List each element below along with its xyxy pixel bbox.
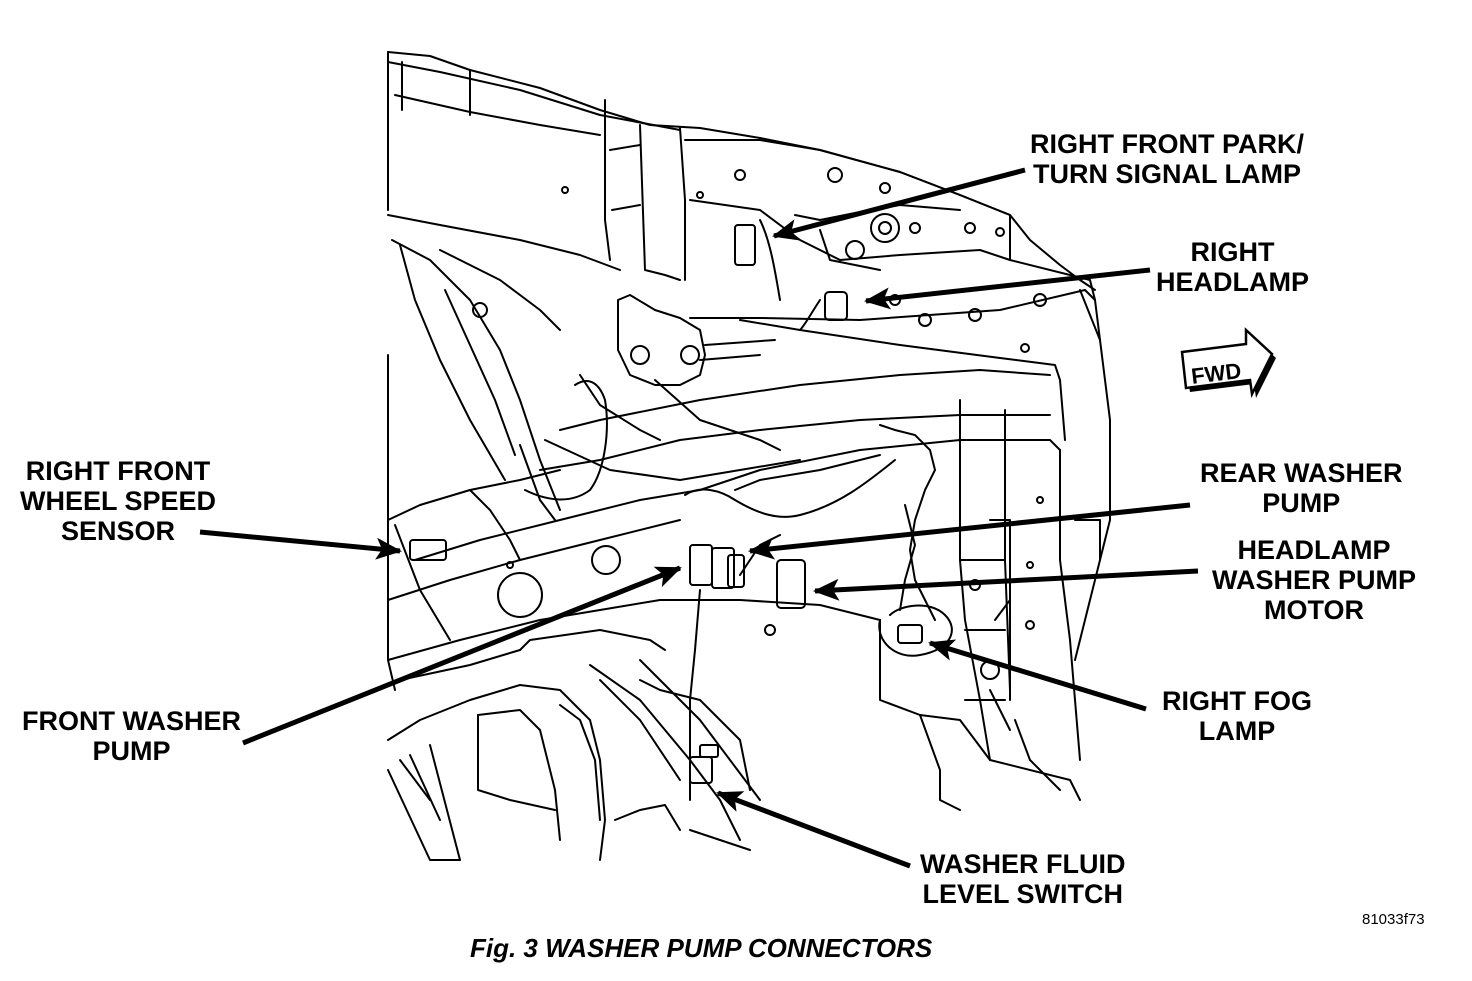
arrow-park-turn [772, 167, 1026, 241]
arrow-rear-washer [748, 502, 1191, 560]
label-line: TURN SIGNAL LAMP [1032, 159, 1301, 189]
label-fluid-level-switch: WASHER FLUID LEVEL SWITCH [920, 849, 1126, 909]
label-front-washer-pump: FRONT WASHER PUMP [22, 706, 241, 766]
label-right-fog-lamp: RIGHT FOG LAMP [1162, 686, 1312, 746]
label-line: FRONT WASHER [22, 706, 241, 736]
label-rear-washer-pump: REAR WASHER PUMP [1200, 458, 1403, 518]
label-park-turn-lamp: RIGHT FRONT PARK/ TURN SIGNAL LAMP [1030, 129, 1304, 189]
arrow-wheel-speed [199, 529, 402, 560]
label-line: WHEEL SPEED [20, 486, 217, 516]
label-wheel-speed-sensor: RIGHT FRONT WHEEL SPEED SENSOR [20, 456, 216, 546]
arrow-fog-lamp [928, 639, 1147, 712]
figure-caption: Fig. 3 WASHER PUMP CONNECTORS [470, 933, 933, 963]
figure-id: 81033f73 [1362, 911, 1425, 928]
label-line: REAR WASHER [1200, 458, 1403, 488]
label-line: RIGHT FRONT [25, 456, 211, 486]
label-line: RIGHT FRONT PARK/ [1030, 129, 1304, 159]
label-line: LAMP [1198, 716, 1276, 746]
label-line: PUMP [1262, 488, 1341, 518]
label-right-headlamp: RIGHT HEADLAMP [1156, 237, 1309, 297]
fwd-label: FWD [1190, 358, 1243, 389]
label-line: WASHER FLUID [920, 849, 1126, 879]
arrow-headlamp [864, 267, 1151, 310]
label-line: LEVEL SWITCH [922, 879, 1123, 909]
label-line: MOTOR [1264, 595, 1365, 625]
label-line: HEADLAMP [1156, 267, 1309, 297]
body-structure [387, 51, 1111, 861]
arrow-fluid-level [716, 790, 911, 869]
label-line: RIGHT FOG [1162, 686, 1312, 716]
fwd-indicator: FWD [1180, 327, 1276, 399]
label-line: HEADLAMP [1237, 535, 1391, 565]
label-line: SENSOR [61, 516, 176, 546]
arrow-front-washer [242, 565, 682, 746]
leader-arrows [199, 167, 1199, 869]
label-line: WASHER PUMP [1212, 565, 1417, 595]
wiring-harness [409, 219, 953, 801]
label-headlamp-washer-motor: HEADLAMP WASHER PUMP MOTOR [1212, 535, 1416, 625]
label-line: RIGHT [1190, 237, 1275, 267]
arrow-headlamp-washer [813, 568, 1199, 601]
label-line: PUMP [92, 736, 171, 766]
